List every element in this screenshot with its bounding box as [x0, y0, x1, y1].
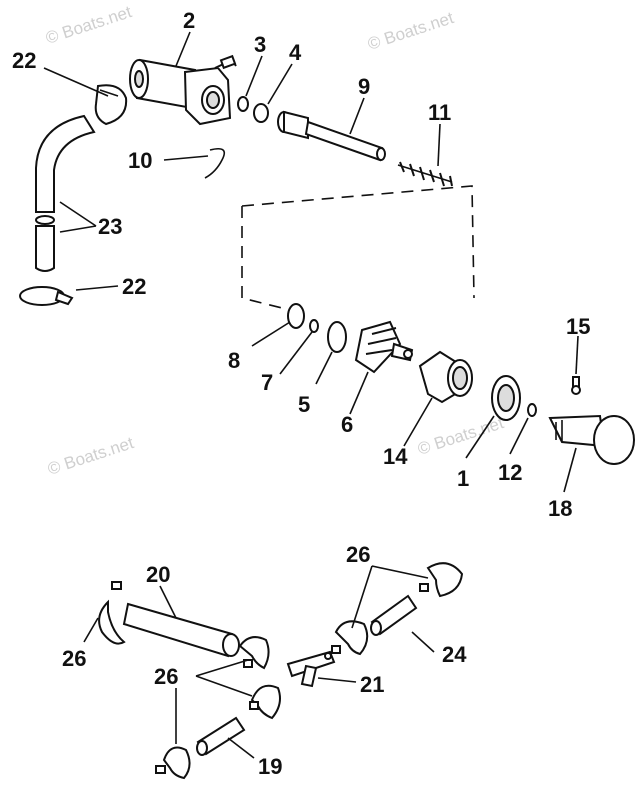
part-26-clip-lower-tab: [249, 701, 259, 710]
label-part-9: 9: [358, 74, 370, 99]
label-part-11: 11: [428, 100, 451, 125]
watermark-mid-left: © Boats.net: [45, 433, 136, 479]
label-part-7: 7: [261, 370, 273, 395]
part-4-o-ring: [253, 103, 269, 123]
part-8-washer: [287, 303, 305, 329]
label-part-23: 23: [98, 214, 122, 239]
part-5-o-ring: [327, 321, 347, 353]
part-1-gasket: [491, 375, 521, 421]
label-part-5: 5: [298, 392, 310, 417]
part-24-short-tube: [370, 594, 418, 636]
part-12-small-o-ring: [527, 403, 537, 417]
label-part-19: 19: [258, 754, 282, 779]
label-part-15: 15: [566, 314, 590, 339]
watermark-top-left: © Boats.net: [43, 2, 134, 48]
part-22-hose-clamp-bottom: [19, 286, 74, 306]
label-part-22-top: 22: [12, 48, 36, 73]
part-7-small-o-ring: [309, 319, 319, 333]
part-11-spring: [397, 161, 453, 187]
label-part-3: 3: [254, 32, 266, 57]
part-14-adapter-nut: [418, 350, 473, 404]
label-part-12: 12: [498, 460, 522, 485]
assembly-outline-dashed: [241, 185, 475, 313]
label-part-22-bottom: 22: [122, 274, 146, 299]
part-26-clip-bottom-tab: [155, 765, 166, 774]
label-part-24: 24: [442, 642, 467, 667]
part-3-small-o-ring: [237, 96, 249, 112]
part-2-valve-body: [129, 54, 237, 126]
leader-lines: [43, 31, 579, 759]
label-part-18: 18: [548, 496, 572, 521]
part-9-plunger-shaft: [277, 110, 386, 162]
part-26-clip-top-right-tab: [419, 583, 429, 592]
label-part-10: 10: [128, 148, 152, 173]
label-part-26-left: 26: [62, 646, 86, 671]
label-part-26-mid: 26: [154, 664, 178, 689]
label-part-14: 14: [383, 444, 408, 469]
label-part-20: 20: [146, 562, 170, 587]
label-part-21: 21: [360, 672, 384, 697]
label-part-4: 4: [289, 40, 302, 65]
label-part-8: 8: [228, 348, 240, 373]
part-23-hose: [35, 114, 96, 272]
part-26-clip-bottom: [162, 746, 191, 780]
part-6-fitting: [354, 320, 414, 374]
label-part-2: 2: [183, 8, 195, 33]
part-10-clip: [204, 147, 226, 179]
part-26-clip-top-right: [426, 562, 464, 598]
part-26-clip-right: [334, 620, 369, 656]
part-26-clip-mid: [238, 636, 270, 670]
part-18-knob: [548, 414, 635, 465]
label-part-1: 1: [457, 466, 469, 491]
label-part-6: 6: [341, 412, 353, 437]
part-26-clip-lower: [250, 684, 281, 720]
watermark-top-right: © Boats.net: [365, 8, 456, 54]
part-15-screw: [571, 376, 581, 395]
label-part-26-right: 26: [346, 542, 370, 567]
watermark-mid-right: © Boats.net: [415, 413, 506, 459]
part-22-hose-clamp-top: [94, 84, 128, 126]
part-20-tube: [122, 602, 240, 658]
part-19-short-tube: [196, 716, 246, 756]
part-26-clip-right-tab: [331, 645, 341, 654]
part-26-clip-left-tab: [111, 581, 122, 590]
part-26-clip-left: [98, 599, 126, 645]
part-21-tee-fitting: [286, 650, 336, 688]
